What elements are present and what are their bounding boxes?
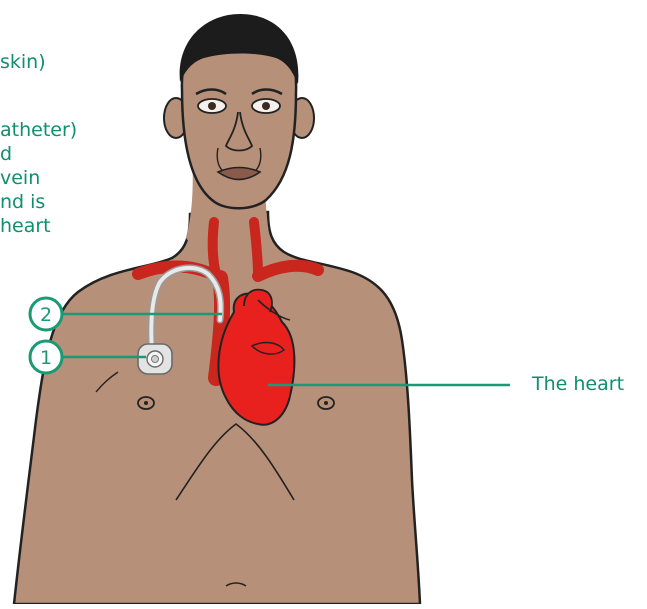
neck-vessel-left xyxy=(213,222,216,274)
marker-1-number: 1 xyxy=(40,347,52,369)
left-nipple-center xyxy=(144,401,148,405)
port-septum-inner xyxy=(152,356,159,363)
label-catheter-description: atheter) d vein nd is heart xyxy=(0,118,77,238)
right-pupil xyxy=(262,102,270,110)
right-nipple-center xyxy=(324,401,328,405)
catheter-line-2: d xyxy=(0,142,77,166)
catheter-line-4: nd is xyxy=(0,190,77,214)
label-skin-fragment: skin) xyxy=(0,50,46,74)
marker-1: 1 xyxy=(30,341,62,373)
left-pupil xyxy=(208,102,216,110)
neck-vessel-right xyxy=(254,222,258,274)
catheter-line-3: vein xyxy=(0,166,77,190)
marker-2-number: 2 xyxy=(40,304,52,326)
label-heart: The heart xyxy=(532,372,624,396)
catheter-line-5: heart xyxy=(0,214,77,238)
marker-2: 2 xyxy=(30,298,62,330)
catheter-line-1: atheter) xyxy=(0,118,77,142)
